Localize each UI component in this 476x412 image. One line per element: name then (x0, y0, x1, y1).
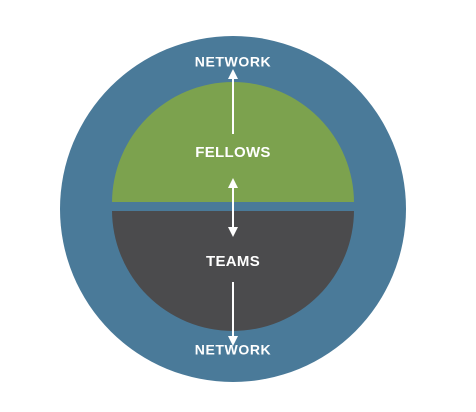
fellows-label: FELLOWS (195, 144, 270, 161)
teams-label: TEAMS (206, 253, 260, 270)
network-label-top: NETWORK (195, 54, 272, 70)
fellows-half-circle (112, 82, 354, 203)
teams-half-circle (112, 210, 354, 331)
network-label-bottom: NETWORK (195, 342, 272, 358)
